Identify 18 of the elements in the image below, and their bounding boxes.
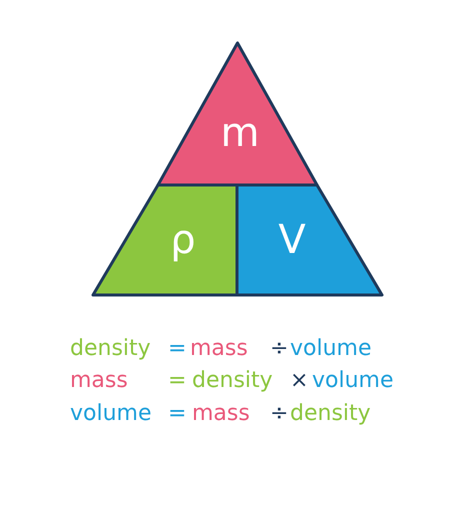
formula-word: mass [192, 403, 250, 425]
formula-word: density [70, 338, 151, 360]
formula-word: volume [70, 403, 152, 425]
symbol-text: ρ [170, 220, 196, 260]
operator-symbol: = [168, 370, 186, 392]
symbol-text: V [278, 220, 306, 260]
formula-word: volume [290, 338, 372, 360]
symbol-text: m [220, 113, 260, 153]
operator-symbol: = [168, 403, 186, 425]
formula-word: mass [190, 338, 248, 360]
formula-word: volume [312, 370, 394, 392]
formula-word: density [192, 370, 273, 392]
operator-symbol: ÷ [270, 403, 288, 425]
operator-symbol: ÷ [270, 338, 288, 360]
formula-word: density [290, 403, 371, 425]
formula-word: mass [70, 370, 128, 392]
operator-symbol: × [290, 370, 308, 392]
operator-symbol: = [168, 338, 186, 360]
